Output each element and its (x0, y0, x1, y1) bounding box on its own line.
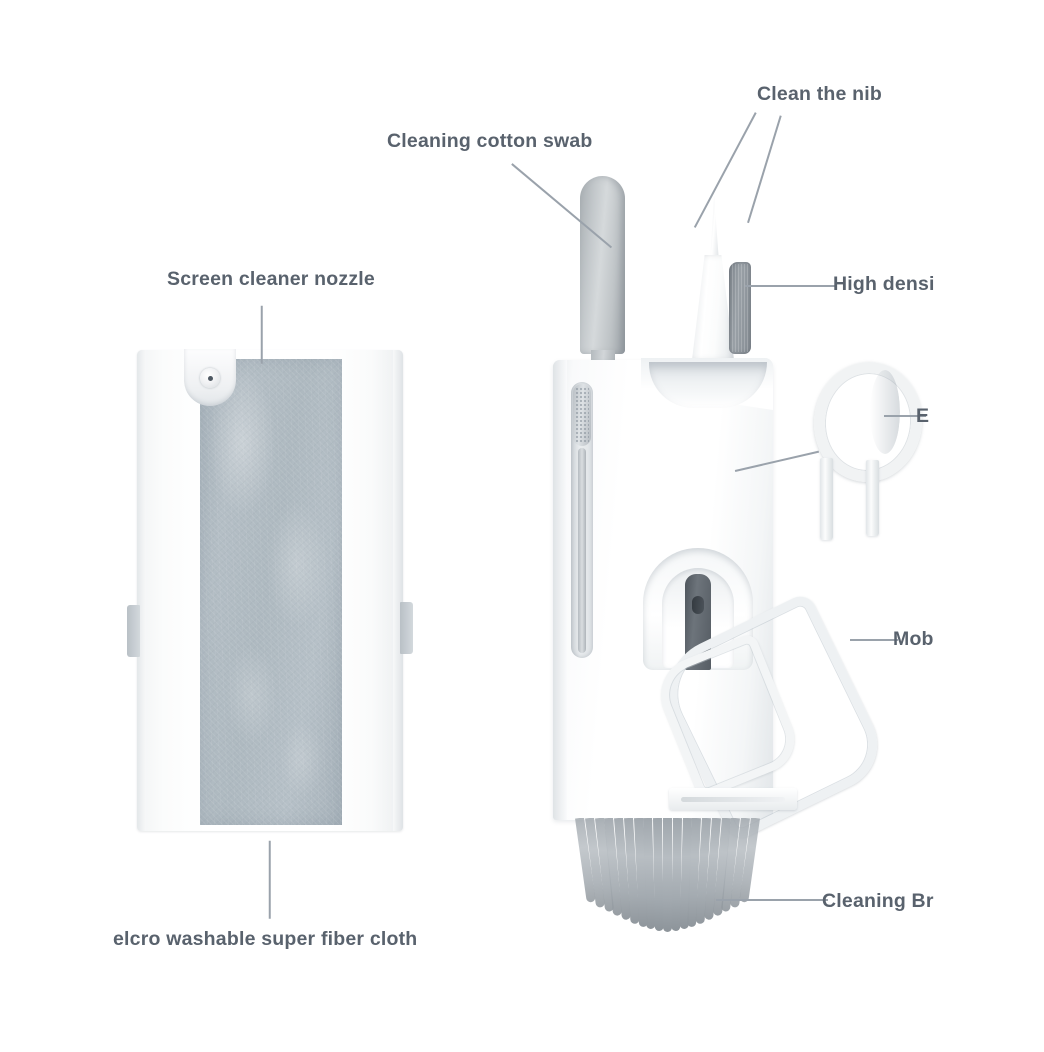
leader-line-brush (716, 899, 828, 901)
screen-cleaner-cloth-case (127, 349, 413, 831)
cavity-dark-post (685, 574, 711, 670)
leader-line-holder (850, 639, 898, 641)
nib-cone (692, 255, 734, 360)
label-cleaning-brush: Cleaning Br (822, 890, 934, 912)
bristle-strand (663, 818, 672, 932)
case-side-tab-left (127, 605, 140, 657)
keycap-puller-ring-shading (870, 370, 900, 454)
case-right-edge (393, 350, 403, 831)
phone-holder-foot (669, 788, 797, 810)
cleaning-cotton-swab-part (580, 176, 625, 354)
cloth-texture (200, 359, 342, 825)
leader-line-nozzle (261, 305, 263, 364)
tool-body-left-bevel (553, 360, 567, 820)
cleaning-brush-bristles (571, 818, 761, 938)
leader-line-high-density (745, 285, 837, 287)
label-keycap-puller: E (916, 405, 930, 427)
nib-tip (710, 196, 719, 262)
screen-cleaner-nozzle-icon (200, 368, 220, 388)
keycap-puller-prong-right (866, 460, 879, 536)
label-mobile-phone-holder: Mob (893, 628, 934, 650)
label-cleaning-cotton-swab: Cleaning cotton swab (387, 130, 593, 152)
side-slot-rod (578, 448, 586, 653)
case-left-edge (137, 350, 146, 831)
keycap-puller (808, 356, 928, 540)
label-clean-the-nib: Clean the nib (757, 83, 883, 105)
multifunction-cleaning-tool (545, 170, 893, 950)
case-side-tab-right (400, 602, 413, 654)
label-velcro-fiber-cloth: elcro washable super fiber cloth (113, 928, 418, 950)
label-high-density-brush: High densi (833, 273, 935, 295)
label-screen-cleaner-nozzle: Screen cleaner nozzle (167, 268, 375, 290)
microfiber-cloth-panel (200, 359, 342, 825)
side-slot-brush-head (573, 384, 591, 446)
high-density-brush-part (729, 262, 751, 354)
leader-line-cloth (269, 840, 271, 919)
keycap-puller-prong-left (820, 458, 833, 540)
leader-line-keycap (884, 415, 926, 417)
